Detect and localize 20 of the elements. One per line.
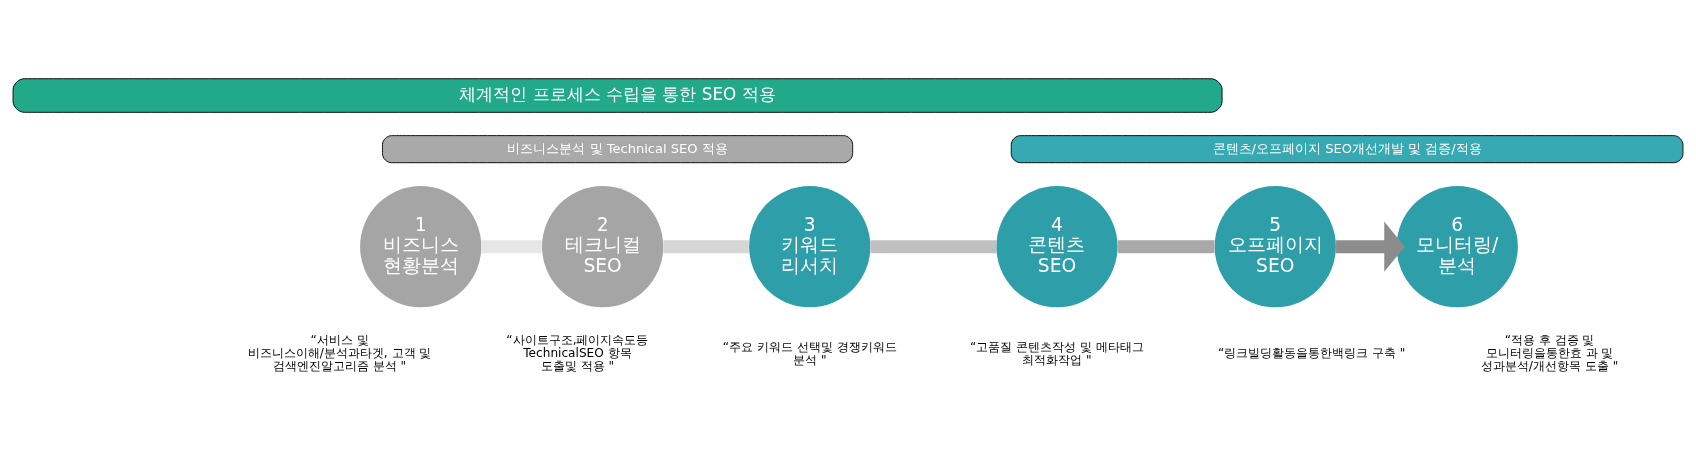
node-label: “서비스 및 비즈니스이해/분석과타겟, 고객 및 검색엔진알고리즘 분석 " [247, 332, 432, 373]
node-box: 콘텐츠/오프페이지 SEO개선개발 및 검증/적용 [1010, 134, 1684, 163]
node-circle: 1 비즈니스 현황분석 [360, 185, 482, 307]
node-circle: 6 모니터링/ 분석 [1396, 185, 1518, 307]
connector [870, 239, 997, 253]
connector [1117, 239, 1215, 253]
node-circle: 3 키워드 리서치 [749, 185, 871, 307]
node-circle: 2 테크니컬 SEO [542, 185, 664, 307]
node-label: “주요 키워드 선택및 경쟁키워드 분석 " [722, 339, 897, 367]
node-label: “적용 후 검증 및 모니터링을통한효 과 및 성과분석/개선항목 도출 " [1480, 332, 1619, 373]
node-label: “고품질 콘텐츠작성 및 메타태그 최적화작업 " [970, 339, 1144, 367]
node-circle: 5 오프페이지 SEO [1214, 185, 1336, 307]
node-circle: 4 콘텐츠 SEO [996, 185, 1118, 307]
connector [663, 239, 749, 253]
node-label: “사이트구조,페이지속도등 TechnicalSEO 항목 도출및 적용 " [506, 332, 649, 373]
arrow [1336, 220, 1405, 272]
node-box: 비즈니스분석 및 Technical SEO 적용 [382, 134, 854, 163]
node-box: 체계적인 프로세스 수립을 통한 SEO 적용 [12, 77, 1223, 113]
connector [481, 239, 542, 253]
node-label: “링크빌딩활동을통한백링크 구축 " [1217, 345, 1406, 360]
